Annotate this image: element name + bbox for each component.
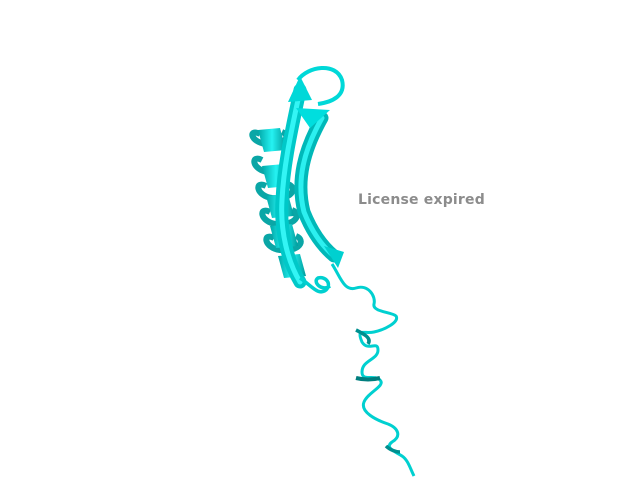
license-expired-watermark: License expired <box>358 192 485 208</box>
beta-strand-left <box>275 76 312 289</box>
lower-loop <box>299 275 332 294</box>
beta-strand-right <box>294 108 344 268</box>
top-loop <box>296 65 345 106</box>
c-terminal-coil <box>330 263 416 477</box>
